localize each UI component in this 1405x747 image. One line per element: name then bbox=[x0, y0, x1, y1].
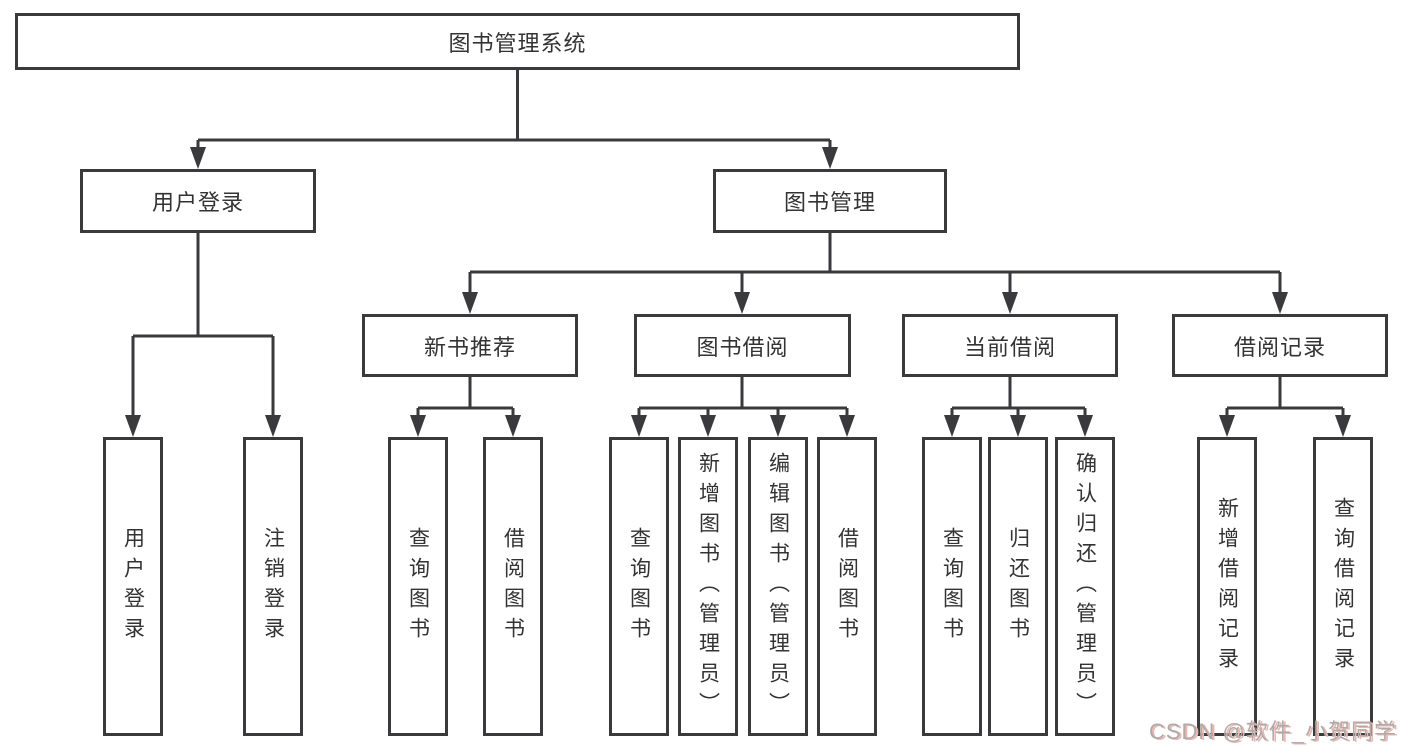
arrowhead-icon bbox=[1335, 415, 1351, 437]
leaf-query-books-3: 查询图书 bbox=[922, 437, 982, 736]
arrowhead-icon bbox=[734, 292, 750, 314]
leaf-borrow-books-1: 借阅图书 bbox=[483, 437, 543, 736]
node-label: 新增图书（管理员） bbox=[696, 451, 720, 722]
arrowhead-icon bbox=[839, 415, 855, 437]
arrowhead-icon bbox=[700, 415, 716, 437]
node-label: 查询图书 bbox=[406, 526, 430, 647]
node-label: 用户登录 bbox=[121, 526, 145, 647]
node-label: 图书管理系统 bbox=[448, 30, 587, 56]
arrowhead-icon bbox=[265, 415, 281, 437]
node-label: 编辑图书（管理员） bbox=[766, 451, 790, 722]
arrowhead-icon bbox=[125, 415, 141, 437]
node-label: 用户登录 bbox=[151, 190, 244, 215]
leaf-query-books-1: 查询图书 bbox=[388, 437, 448, 736]
leaf-edit-book-admin: 编辑图书（管理员） bbox=[748, 437, 808, 736]
node-current-borrow: 当前借阅 bbox=[902, 314, 1118, 377]
leaf-logout: 注销登录 bbox=[243, 437, 303, 736]
csdn-watermark: CSDN @软件_小贺同学 bbox=[1148, 719, 1397, 744]
node-label: 查询图书 bbox=[940, 526, 964, 647]
arrowhead-icon bbox=[822, 147, 838, 169]
connector-book-management-to-level3 bbox=[468, 232, 1282, 296]
connector-book-borrow-to-leaves bbox=[637, 376, 849, 420]
arrowhead-icon bbox=[190, 147, 206, 169]
node-label: 借阅记录 bbox=[1233, 334, 1326, 360]
arrowhead-icon bbox=[631, 415, 647, 437]
connector-borrow-records-to-leaves bbox=[1225, 376, 1345, 420]
node-label: 注销登录 bbox=[261, 526, 285, 647]
node-label: 新书推荐 bbox=[423, 334, 516, 360]
arrowhead-icon bbox=[1010, 415, 1026, 437]
arrowhead-icon bbox=[410, 415, 426, 437]
leaf-confirm-return-admin: 确认归还（管理员） bbox=[1055, 437, 1115, 736]
node-label: 借阅图书 bbox=[835, 526, 859, 647]
node-book-management: 图书管理 bbox=[713, 169, 947, 233]
node-user-login: 用户登录 bbox=[80, 169, 316, 233]
leaf-user-login: 用户登录 bbox=[103, 437, 163, 736]
node-book-borrow: 图书借阅 bbox=[634, 314, 851, 377]
node-root: 图书管理系统 bbox=[15, 13, 1020, 70]
node-label: 新增借阅记录 bbox=[1215, 496, 1239, 677]
node-label: 确认归还（管理员） bbox=[1073, 451, 1097, 722]
node-label: 查询图书 bbox=[627, 526, 651, 647]
node-label: 当前借阅 bbox=[963, 334, 1056, 360]
leaf-add-book-admin: 新增图书（管理员） bbox=[678, 437, 738, 736]
arrowhead-icon bbox=[1002, 292, 1018, 314]
node-label: 借阅图书 bbox=[501, 526, 525, 647]
arrowhead-icon bbox=[770, 415, 786, 437]
leaf-query-borrow-record: 查询借阅记录 bbox=[1313, 437, 1373, 736]
leaf-return-books: 归还图书 bbox=[988, 437, 1048, 736]
arrowhead-icon bbox=[462, 292, 478, 314]
node-new-book-recommend: 新书推荐 bbox=[362, 314, 578, 377]
connector-current-borrow-to-leaves bbox=[950, 376, 1087, 420]
node-borrow-records: 借阅记录 bbox=[1172, 314, 1388, 377]
arrowhead-icon bbox=[1219, 415, 1235, 437]
leaf-borrow-books-2: 借阅图书 bbox=[817, 437, 877, 736]
arrowhead-icon bbox=[1077, 415, 1093, 437]
node-label: 图书借阅 bbox=[696, 334, 789, 360]
connector-new-book-recommend-to-leaves bbox=[416, 376, 515, 420]
arrowhead-icon bbox=[944, 415, 960, 437]
node-label: 查询借阅记录 bbox=[1331, 496, 1355, 677]
connector-user-login-to-leaves bbox=[131, 232, 275, 420]
arrowhead-icon bbox=[1272, 292, 1288, 314]
node-label: 归还图书 bbox=[1006, 526, 1030, 647]
leaf-query-books-2: 查询图书 bbox=[609, 437, 669, 736]
node-label: 图书管理 bbox=[783, 190, 876, 215]
leaf-add-borrow-record: 新增借阅记录 bbox=[1197, 437, 1257, 736]
arrowhead-icon bbox=[505, 415, 521, 437]
connector-root-to-level2 bbox=[196, 69, 832, 152]
